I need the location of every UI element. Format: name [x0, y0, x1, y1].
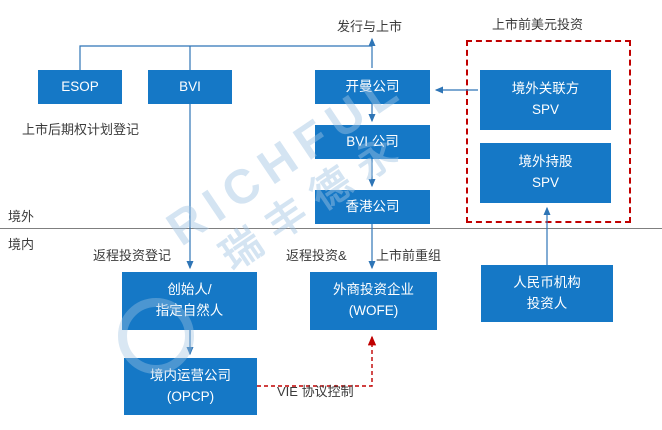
cayman-box: 开曼公司 — [315, 70, 430, 104]
roundtrip-registration-label: 返程投资登记 — [93, 248, 172, 263]
wofe-line1: 外商投资企业 — [333, 282, 414, 298]
opco-line2: (OPCP) — [166, 388, 215, 404]
line-top-connector — [79, 45, 372, 70]
wofe-line2: (WOFE) — [348, 303, 399, 318]
arrow-vie-control — [257, 335, 377, 387]
offshore-holding-spv-line1: 境外持股 — [518, 154, 573, 170]
offshore-holding-spv-line2: SPV — [531, 175, 559, 190]
pre-ipo-usd-frame — [466, 40, 631, 223]
opco-line1: 境内运营公司 — [150, 367, 231, 383]
esop-box-label: ESOP — [61, 78, 99, 94]
bvi-box-label: BVI — [179, 78, 201, 94]
vie-control-label: VIE 协议控制 — [277, 384, 354, 399]
rmb-investors-box: 人民币机构 投资人 — [481, 265, 613, 322]
roundtrip-investment-label: 返程投资& — [286, 248, 347, 263]
founders-box: 创始人/ 指定自然人 — [122, 272, 257, 330]
esop-registration-label: 上市后期权计划登记 — [22, 122, 140, 137]
bvi-box: BVI — [148, 70, 232, 104]
cayman-box-label: 开曼公司 — [345, 78, 400, 94]
listing-title: 发行与上市 — [337, 19, 403, 34]
esop-box: ESOP — [38, 70, 122, 104]
wofe-box: 外商投资企业 (WOFE) — [310, 272, 437, 330]
founders-line2: 指定自然人 — [155, 303, 224, 318]
bvi-company-box: BVI 公司 — [315, 125, 430, 159]
rmb-investors-line2: 投资人 — [526, 295, 568, 311]
offshore-label: 境外 — [8, 209, 35, 224]
bvi-company-label: BVI 公司 — [346, 133, 399, 149]
onshore-label: 境内 — [8, 237, 35, 252]
pre-ipo-usd-label: 上市前美元投资 — [492, 17, 584, 32]
hk-company-box: 香港公司 — [315, 190, 430, 224]
opco-box: 境内运营公司 (OPCP) — [124, 358, 257, 415]
offshore-affiliate-spv-line2: SPV — [531, 102, 559, 117]
pre-ipo-restructuring-label: 上市前重组 — [376, 248, 442, 263]
offshore-onshore-divider — [0, 228, 662, 229]
offshore-holding-spv-box: 境外持股 SPV — [480, 143, 611, 203]
offshore-affiliate-spv-box: 境外关联方 SPV — [480, 70, 611, 130]
hk-company-label: 香港公司 — [345, 198, 400, 214]
founders-line1: 创始人/ — [167, 282, 212, 298]
offshore-affiliate-spv-line1: 境外关联方 — [511, 81, 580, 97]
rmb-investors-line1: 人民币机构 — [513, 274, 581, 290]
